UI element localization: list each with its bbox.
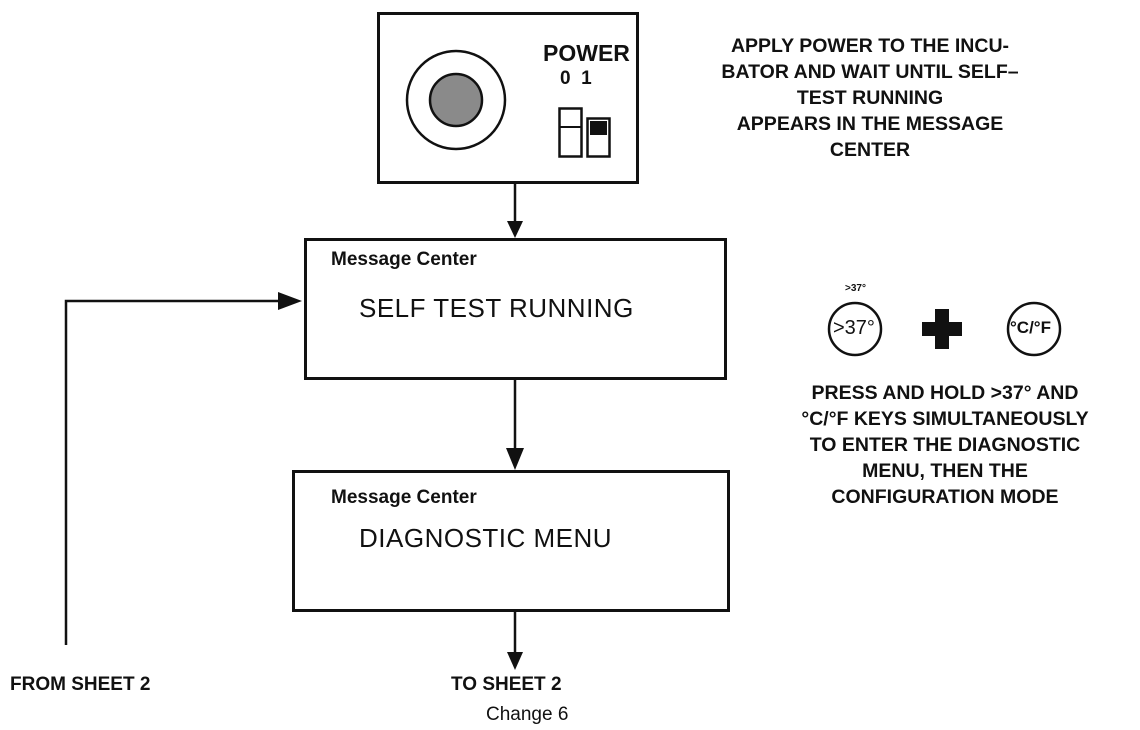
instruction-line: APPLY POWER TO THE INCU- xyxy=(730,35,1010,57)
message-center-label: Message Center xyxy=(331,487,477,508)
self-test-message-box: Message Center SELF TEST RUNNING xyxy=(304,238,727,380)
instruction-line: TO ENTER THE DIAGNOSTIC xyxy=(809,434,1081,456)
instruction-line: CENTER xyxy=(829,139,911,161)
power-knob-icon xyxy=(405,49,507,151)
instruction-line: CONFIGURATION MODE xyxy=(831,486,1059,508)
rocker-switch-icon[interactable] xyxy=(558,107,614,163)
from-sheet-label: FROM SHEET 2 xyxy=(10,674,151,695)
instruction-line: BATOR AND WAIT UNTIL SELF– xyxy=(721,61,1019,83)
arrowhead-diagnostic-to-sheet xyxy=(507,652,523,670)
change-footer: Change 6 xyxy=(486,704,569,725)
arrowhead-selftest-to-diagnostic xyxy=(506,448,524,470)
press-hold-instruction: PRESS AND HOLD >37° AND °C/°F KEYS SIMUL… xyxy=(755,380,1135,510)
unit-key-icon[interactable] xyxy=(1005,300,1063,358)
arrow-from-sheet-loop xyxy=(64,299,290,645)
temp-key-caption: >37° xyxy=(845,283,866,294)
instruction-line: PRESS AND HOLD >37° AND xyxy=(811,382,1079,404)
temp-key-label: >37° xyxy=(833,317,875,339)
arrowhead-power-to-selftest xyxy=(507,221,523,238)
arrowhead-from-sheet-loop xyxy=(278,292,302,310)
message-center-label: Message Center xyxy=(331,249,477,270)
switch-position-labels: 0 1 xyxy=(560,68,592,89)
instruction-line: °C/°F KEYS SIMULTANEOUSLY xyxy=(801,408,1089,430)
instruction-line: TEST RUNNING xyxy=(796,87,944,109)
self-test-message: SELF TEST RUNNING xyxy=(359,293,634,323)
power-panel: POWER 0 1 xyxy=(377,12,639,184)
diagnostic-message: DIAGNOSTIC MENU xyxy=(359,523,613,553)
diagnostic-message-box: Message Center DIAGNOSTIC MENU xyxy=(292,470,730,612)
instruction-line: APPEARS IN THE MESSAGE xyxy=(736,113,1004,135)
apply-power-instruction: APPLY POWER TO THE INCU- BATOR AND WAIT … xyxy=(700,33,1040,163)
to-sheet-label: TO SHEET 2 xyxy=(451,674,562,695)
instruction-line: MENU, THEN THE xyxy=(862,460,1028,482)
unit-key-label: °C/°F xyxy=(1010,318,1051,337)
power-label: POWER xyxy=(543,40,630,66)
plus-icon xyxy=(922,309,962,349)
temp-key-icon[interactable] xyxy=(826,300,884,358)
